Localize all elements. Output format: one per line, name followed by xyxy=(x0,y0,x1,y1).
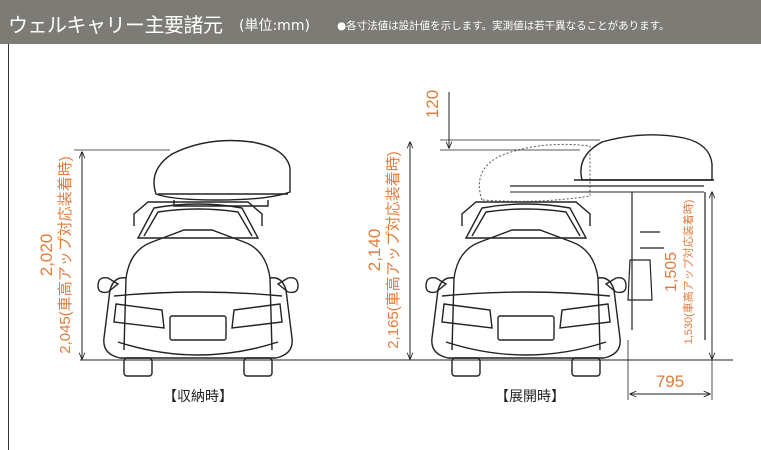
frame-line xyxy=(8,44,9,450)
width-value: 795 xyxy=(656,372,684,391)
unit-label: (単位:mm) xyxy=(239,18,310,34)
side-rack xyxy=(627,192,706,340)
height-value-stowed: 2,020 xyxy=(37,234,56,277)
car-stowed xyxy=(97,201,299,377)
height-value-deployed: 2,140 xyxy=(365,229,384,272)
page-title: ウェルキャリー主要諸元 xyxy=(8,13,223,37)
height-note-deployed: 2,165(車高アップ対応装着時) xyxy=(385,151,402,349)
stowed-box-outline xyxy=(478,143,591,202)
disclaimer-note: ●各寸法値は設計値を示します。実測値は若干異なることがあります。 xyxy=(337,20,670,32)
caption-stowed: 【収納時】 xyxy=(163,389,233,405)
top-clearance-value: 120 xyxy=(423,90,442,118)
header-bar: ウェルキャリー主要諸元 (単位:mm) ●各寸法値は設計値を示します。実測値は若… xyxy=(0,0,761,44)
caption-deployed: 【展開時】 xyxy=(495,389,565,405)
height-note-stowed: 2,045(車高アップ対応装着時) xyxy=(57,156,74,354)
side-height-note: 1,530(車高アップ対応装着時) xyxy=(681,200,695,345)
side-height-value: 1,505 xyxy=(663,252,680,292)
roof-box-stowed xyxy=(153,139,291,207)
car-deployed xyxy=(425,201,627,377)
roof-box-deployed xyxy=(510,134,714,193)
